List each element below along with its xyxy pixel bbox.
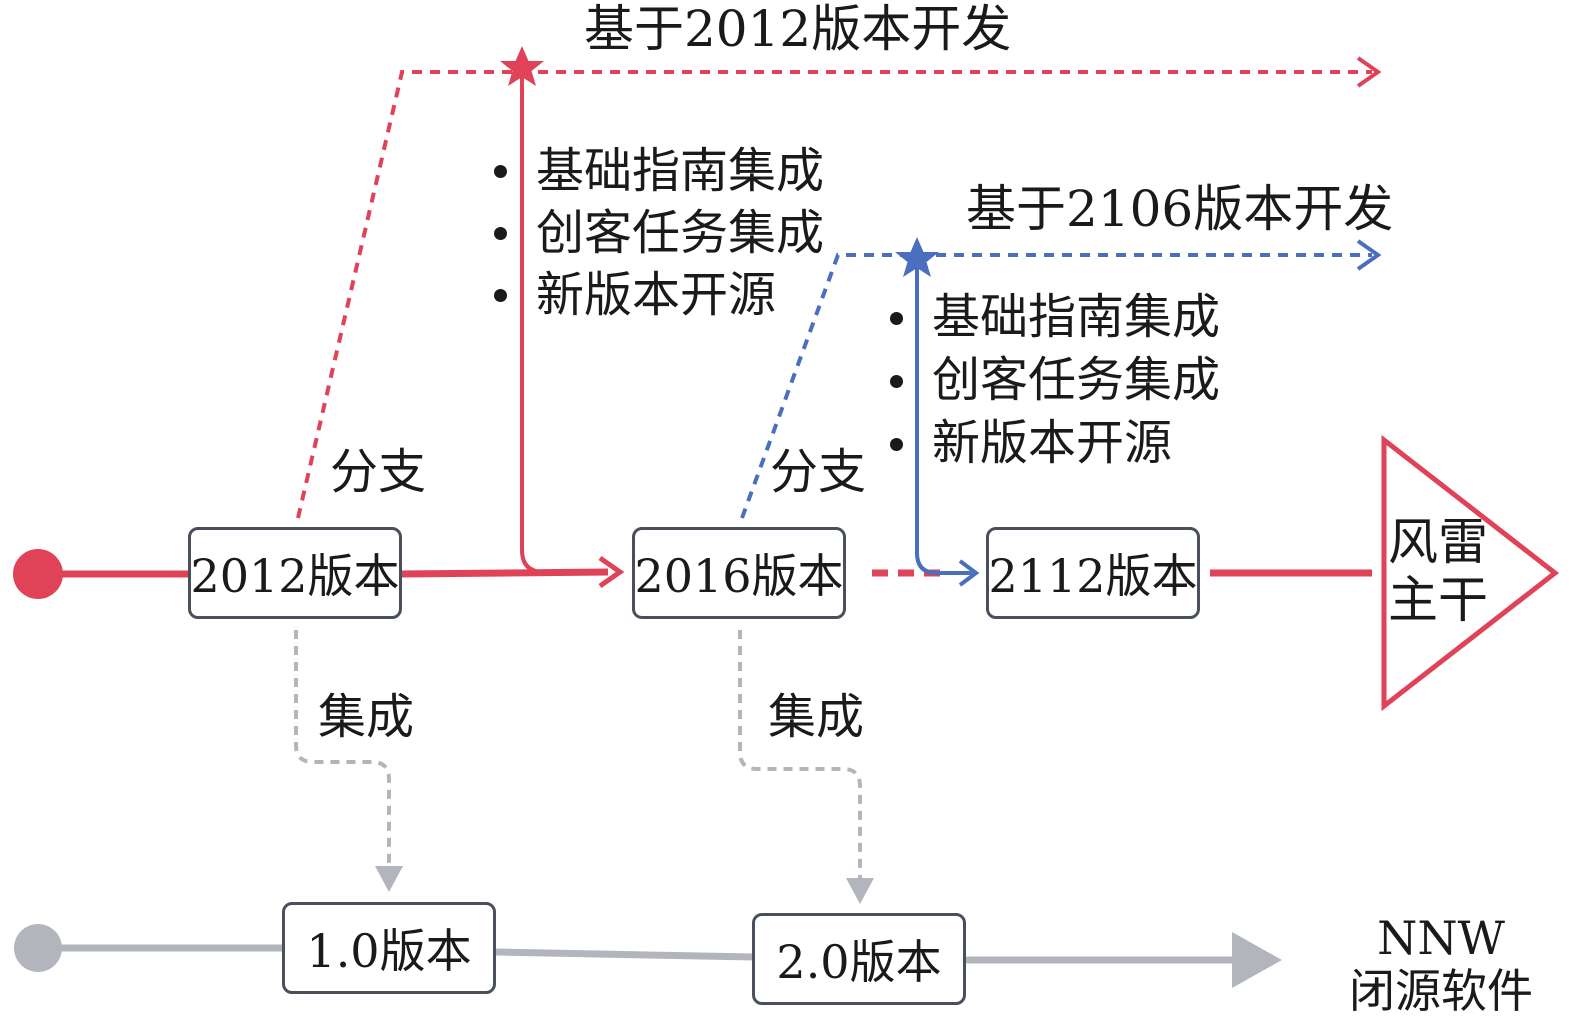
nnw-line-mid [495, 948, 755, 961]
integrate-2012-connector [294, 630, 391, 870]
branch-2012-dashed [296, 70, 1372, 519]
nnw-version-box-1: 1.0版本 [282, 902, 496, 994]
branch-2106-item: 创客任务集成 [890, 349, 1220, 412]
branch-2012-title: 基于2012版本开发 [584, 0, 1012, 58]
branch-2012-star-icon [500, 46, 544, 86]
branch-2106-arrow [1356, 239, 1382, 271]
integrate-label-2016: 集成 [768, 689, 865, 745]
version-box-2016: 2016版本 [632, 527, 846, 619]
branch-2106-merge-arrow [958, 559, 980, 587]
trunk-label-line2: 主干 [1388, 570, 1488, 629]
main-arrow-2016 [598, 555, 625, 589]
branch-2012-items: 基础指南集成 创客任务集成 新版本开源 [494, 140, 824, 326]
branch-2012-item: 创客任务集成 [494, 202, 824, 264]
nnw-label: NNW 闭源软件 [1336, 912, 1546, 1018]
branch-2106-item: 基础指南集成 [890, 286, 1220, 349]
integrate-label-2012: 集成 [318, 689, 415, 745]
integrate-2016-connector [738, 630, 862, 880]
branch-2106-items: 基础指南集成 创客任务集成 新版本开源 [890, 286, 1220, 475]
branch-label-2012: 分支 [330, 444, 427, 500]
branch-2106-title: 基于2106版本开发 [966, 180, 1394, 238]
trunk-label: 风雷 主干 [1388, 513, 1488, 629]
main-line-2012-2016 [399, 568, 609, 578]
branch-2012-item: 新版本开源 [494, 264, 824, 326]
integrate-2012-arrowhead [375, 866, 403, 892]
version-box-2012: 2012版本 [188, 527, 402, 619]
branch-2012-arrow [1356, 56, 1382, 88]
trunk-triangle [1381, 434, 1560, 712]
version-box-2112: 2112版本 [986, 527, 1200, 619]
nnw-version-box-2: 2.0版本 [752, 913, 966, 1005]
branch-2012-item: 基础指南集成 [494, 140, 824, 202]
nnw-label-line2: 闭源软件 [1349, 963, 1533, 1018]
branch-label-2016: 分支 [770, 444, 867, 500]
branch-2012-merge-line [520, 70, 545, 574]
nnw-label-line1: NNW [1377, 911, 1505, 965]
nnw-arrowhead [1232, 932, 1282, 988]
trunk-label-line1: 风雷 [1388, 513, 1488, 571]
integrate-2016-arrowhead [846, 878, 874, 904]
branch-2106-dashed [740, 253, 1372, 519]
branch-2106-star-icon [895, 237, 939, 277]
branch-2106-merge-line [915, 253, 972, 575]
branch-2106-item: 新版本开源 [890, 412, 1220, 475]
